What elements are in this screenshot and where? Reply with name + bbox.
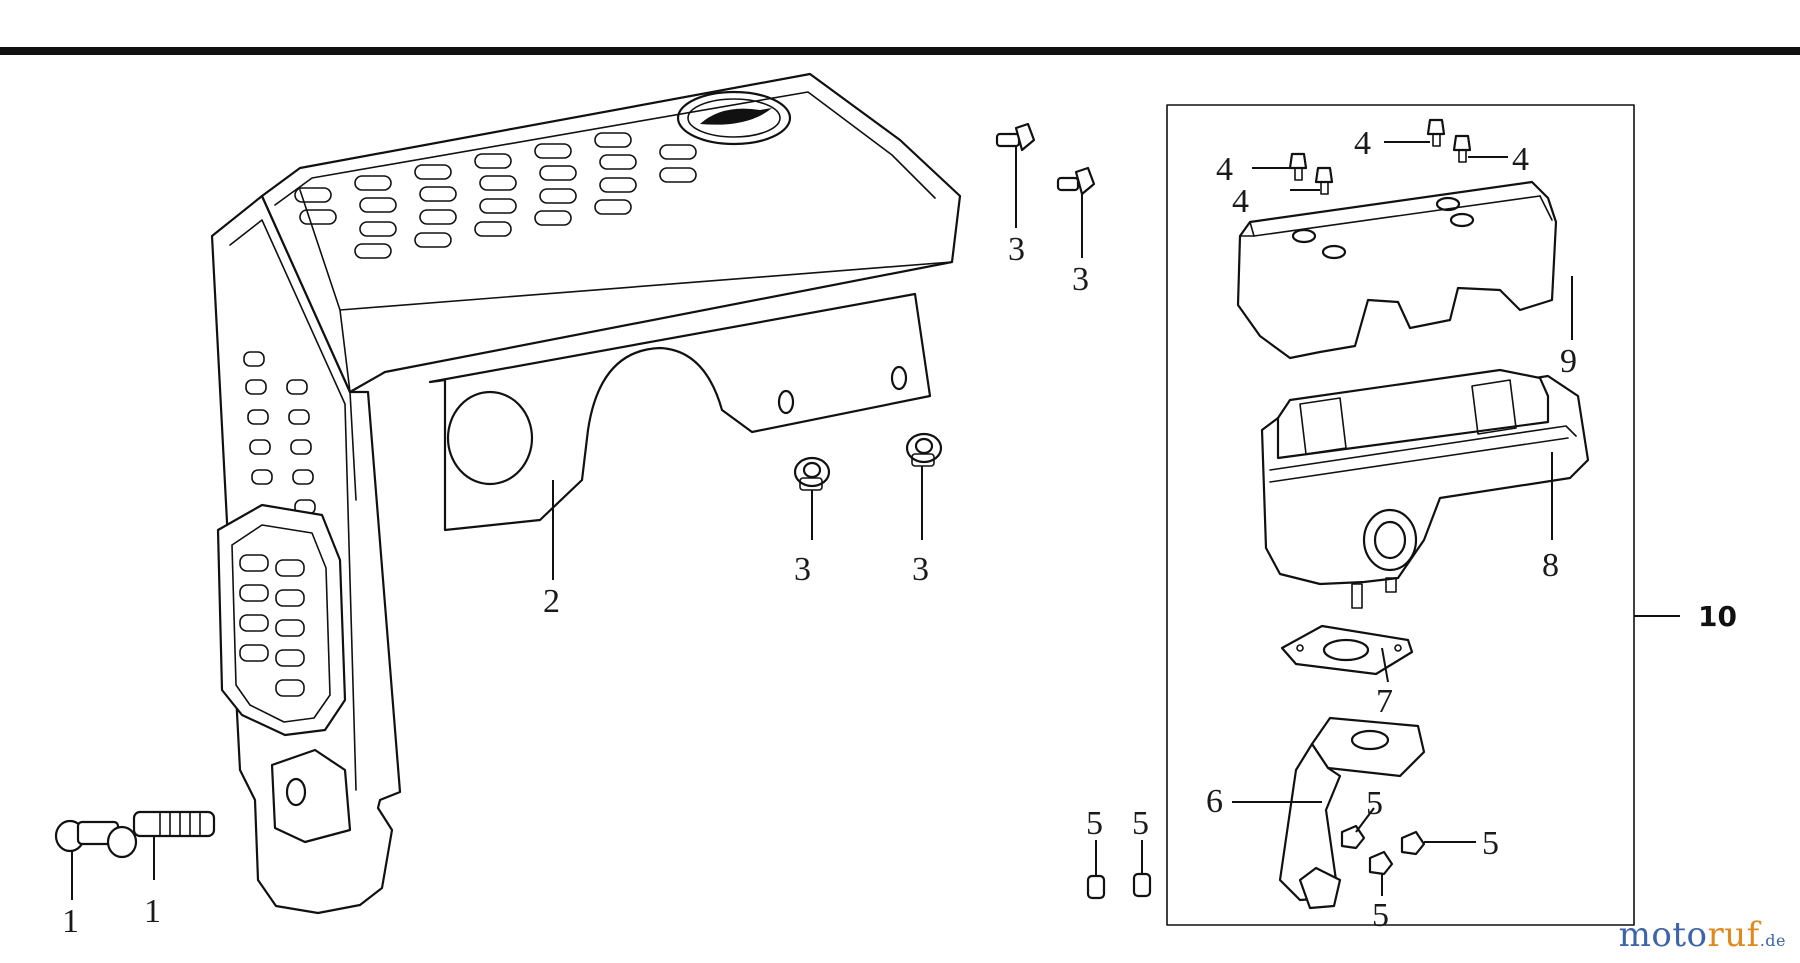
callout-3b: 3 — [1072, 261, 1089, 298]
nut-part-5-a — [1086, 874, 1106, 900]
muffler-cover-part-9 — [1236, 180, 1558, 360]
gasket-part-7 — [1280, 624, 1414, 676]
top-vents — [294, 132, 697, 259]
assembly-box-part-10 — [1166, 104, 1635, 926]
motoruf-watermark: motoruf.de — [1619, 915, 1786, 955]
callout-5c: 5 — [1366, 785, 1383, 822]
side-vents — [243, 351, 316, 515]
watermark-suffix: .de — [1759, 931, 1786, 950]
callout-5a: 5 — [1086, 805, 1103, 842]
bolt-part-1-a — [54, 819, 120, 853]
bolt-part-4-a — [1288, 152, 1308, 181]
callout-3a: 3 — [1008, 231, 1025, 268]
callout-1a: 1 — [62, 903, 79, 940]
callout-4c: 4 — [1354, 125, 1371, 162]
bolt-part-4-c — [1426, 118, 1446, 147]
bolt-part-4-b — [1314, 166, 1334, 195]
leader-lines — [71, 141, 1680, 900]
nut-part-3-d — [905, 432, 943, 467]
callout-4d: 4 — [1512, 141, 1529, 178]
bracket-part-6 — [1278, 716, 1426, 910]
nut-part-5-c — [1340, 824, 1366, 850]
callout-7: 7 — [1376, 683, 1393, 720]
callout-1b: 1 — [144, 893, 161, 930]
bolt-part-4-d — [1452, 134, 1472, 163]
nut-part-3-c — [793, 456, 831, 491]
bolt-part-1-b — [106, 810, 216, 859]
watermark-part2: ruf — [1707, 915, 1760, 955]
callout-8: 8 — [1542, 547, 1559, 584]
callout-labels: 1 1 2 3 3 3 3 4 4 4 4 5 5 5 5 5 6 7 8 9 … — [62, 125, 1737, 940]
nut-part-5-d — [1400, 830, 1426, 856]
callout-5b: 5 — [1132, 805, 1149, 842]
callout-2: 2 — [543, 583, 560, 620]
watermark-part1: moto — [1618, 915, 1708, 955]
callout-5e: 5 — [1372, 897, 1389, 934]
nut-part-5-b — [1132, 872, 1152, 898]
callout-4a: 4 — [1216, 151, 1233, 188]
callout-3c: 3 — [794, 551, 811, 588]
muffler-body-part-8 — [1260, 368, 1590, 609]
bolt-part-3-a — [995, 122, 1036, 152]
bolt-part-3-b — [1056, 166, 1096, 196]
callout-3d: 3 — [912, 551, 929, 588]
callout-5d: 5 — [1482, 825, 1499, 862]
top-rule — [0, 47, 1800, 55]
callout-9: 9 — [1560, 343, 1577, 380]
callout-6: 6 — [1206, 783, 1223, 820]
guard-vents — [239, 554, 305, 697]
callout-4b: 4 — [1232, 183, 1249, 220]
logo-emblem-icon — [676, 90, 792, 146]
callout-10: 10 — [1698, 600, 1737, 633]
nut-part-5-e — [1368, 850, 1394, 876]
heat-shield-part-2 — [210, 72, 962, 915]
